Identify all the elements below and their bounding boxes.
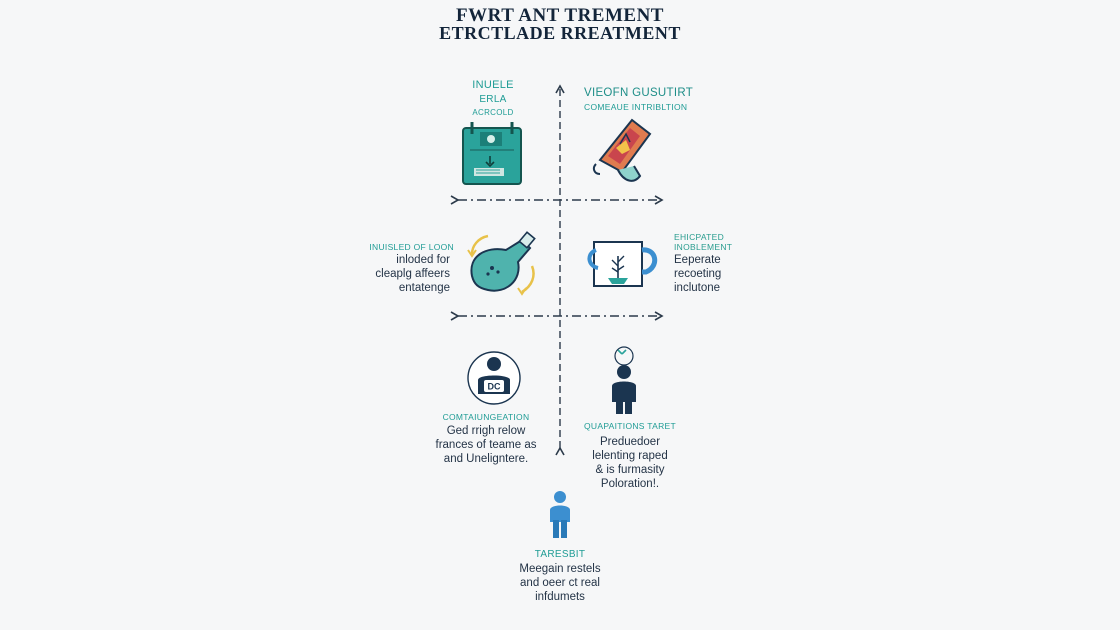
person-badge-icon: DC (467, 351, 521, 405)
node-mid-right-text1: Eeperate (674, 254, 721, 266)
bottle-arrows-icon (467, 231, 536, 296)
diagram-title-line1: FWRT ANT TREMENT (456, 5, 664, 26)
person-spark-icon (612, 346, 636, 414)
diagram-title-line2: ETRCTLADE RREATMENT (439, 23, 681, 43)
node-low-left-text2: frances of teame as (435, 439, 537, 451)
node-mid-left-text2: cleaplg affeers (375, 268, 450, 280)
node-bottom-text3: infdumets (535, 591, 585, 603)
node-low-right-text1: Preduedoer (599, 436, 661, 448)
node-low-left-text3: and Uneligntere. (443, 453, 529, 465)
node-top-left-line2: ERLA (479, 94, 507, 105)
node-top-left-line3: ACRCOLD (472, 108, 514, 117)
node-low-right-label: QUAPAITIONS TARET (584, 421, 677, 431)
node-mid-left-text1: inloded for (396, 254, 450, 266)
calendar-card-icon (462, 122, 522, 185)
mug-plant-icon (587, 241, 658, 287)
node-mid-left-text3: entatenge (398, 282, 450, 294)
node-top-left-line1: INUELE (472, 79, 514, 91)
node-mid-right-label1: EHICPATED (674, 232, 725, 242)
node-mid-right-label2: INOBLEMENT (674, 242, 733, 252)
node-low-left-text1: Ged rrigh relow (446, 425, 526, 437)
node-top-right-line1: VIEOFN GUSUTIRT (584, 87, 694, 99)
node-bottom-text1: Meegain restels (519, 563, 601, 575)
node-bottom-text2: and oeer ct real (520, 577, 600, 589)
node-low-left-label: COMTAIUNGEATION (442, 412, 530, 422)
node-mid-right-text3: inclutone (674, 282, 721, 294)
node-mid-right-text2: recoeting (674, 268, 722, 280)
node-bottom-label: TARESBIT (534, 549, 586, 560)
svg-text:DC: DC (488, 382, 501, 392)
node-low-right-text2: lelenting raped (592, 450, 668, 462)
node-top-right-line2: COMEAUE INTRIBLTION (584, 102, 688, 112)
node-low-right-text4: Poloration!. (600, 478, 660, 490)
node-low-right-text3: & is furmasity (595, 464, 665, 476)
torch-flame-icon (592, 118, 652, 182)
node-mid-left-label: INUISLED OF LOON (369, 242, 454, 252)
person-icon (550, 491, 570, 538)
